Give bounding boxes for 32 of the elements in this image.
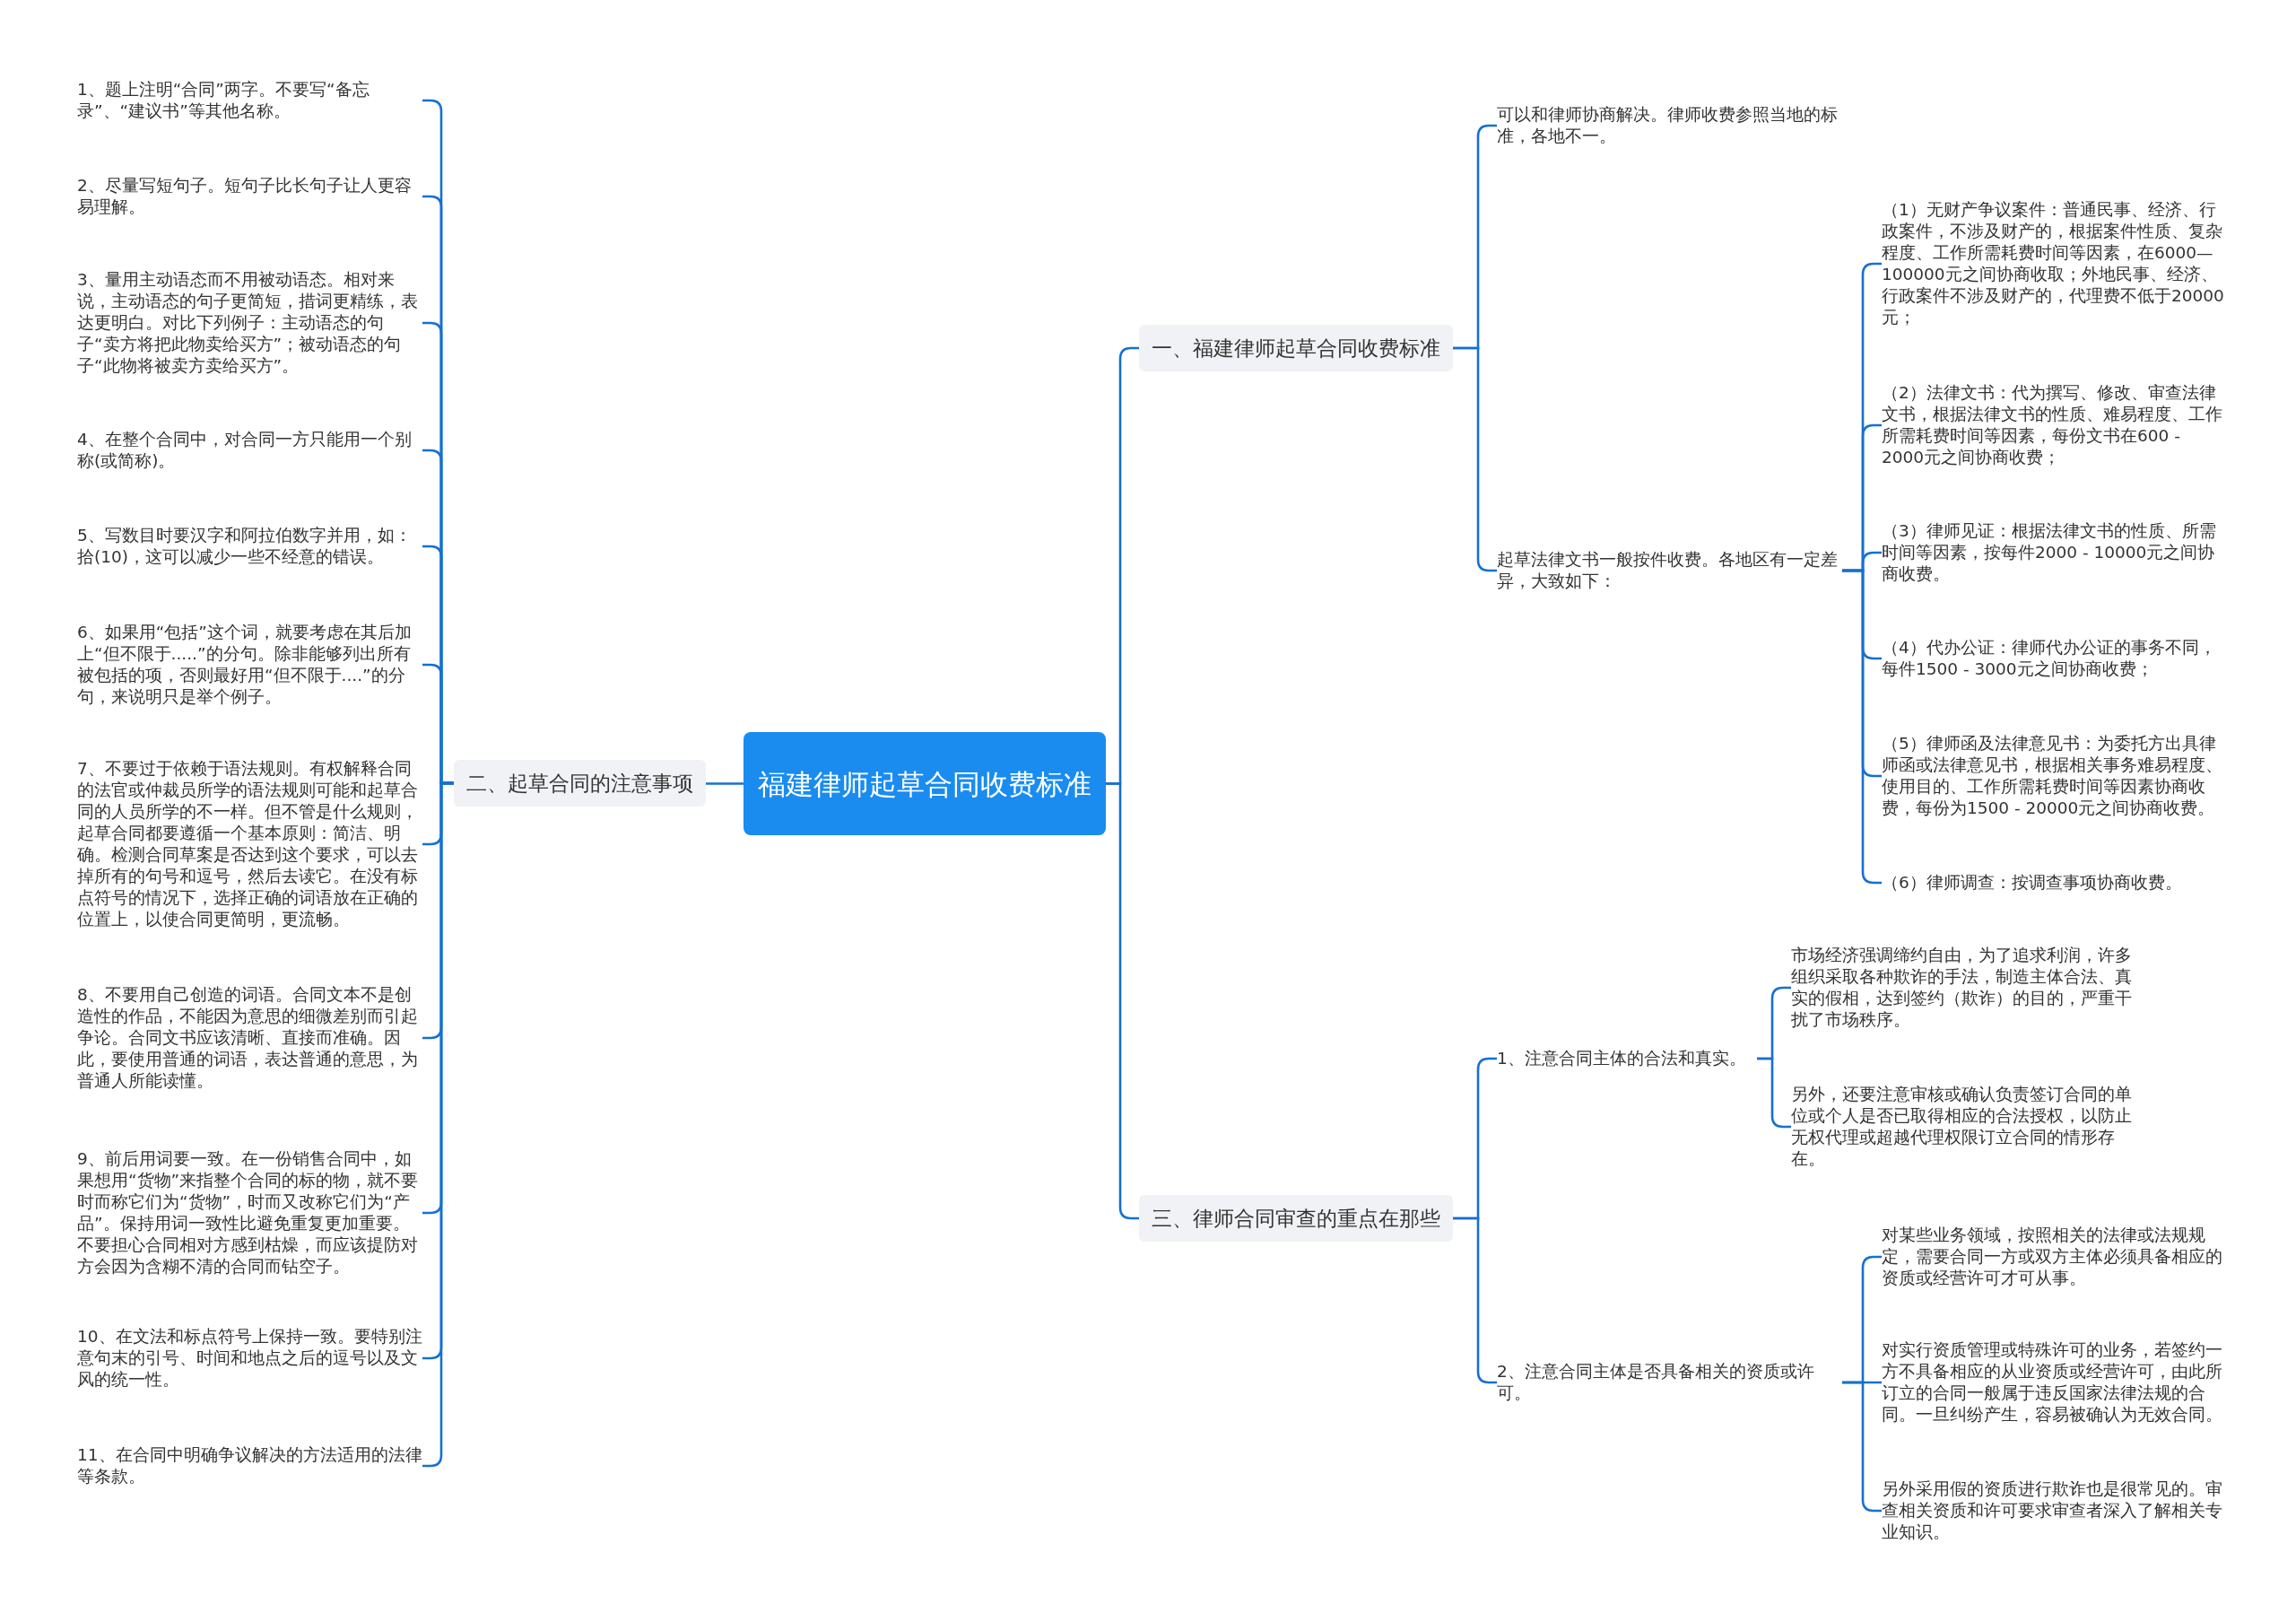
note-text: 起草法律文书一般按件收费。各地区有一定差异，大致如下：: [1497, 549, 1842, 592]
note-text: 可以和律师协商解决。律师收费参照当地的标准，各地不一。: [1497, 104, 1842, 147]
note-text: （5）律师函及法律意见书：为委托方出具律师函或法律意见书，根据相关事务难易程度、使用目的、工作所需耗费时间等因素协商收费，每份为1500 - 20000元之间协商收费。: [1882, 733, 2227, 819]
note-text: 8、不要用自己创造的词语。合同文本不是创造性的作品，不能因为意思的细微差别而引起争论。合同文书应该清晰、直接而准确。因此，要使用普通的词语，表达普通的意思，为普通人所能读懂。: [77, 984, 422, 1092]
note-text: 对某些业务领域，按照相关的法律或法规规定，需要合同一方或双方主体必须具备相应的资质或经营许可才可从事。: [1882, 1225, 2227, 1289]
branch-topic-box: 三、律师合同审查的重点在那些: [1139, 1195, 1453, 1242]
note-text: 7、不要过于依赖于语法规则。有权解释合同的法官或仲裁员所学的语法规则可能和起草合同的人员所学的不一样。但不管是什么规则，起草合同都要遵循一个基本原则：简洁、明确。检测合同草案是否达到这个要求，可以去掉所有的句号和逗号，然后去读它。在没有标点符号的情况下，选择正确的词语放在正确的位置上，以使合同更简明，更流畅。: [77, 758, 422, 930]
note-text: 5、写数目时要汉字和阿拉伯数字并用，如：拾(10)，这可以减少一些不经意的错误。: [77, 525, 422, 568]
note-text: 1、题上注明“合同”两字。不要写“备忘录”、“建议书”等其他名称。: [77, 79, 422, 122]
note-text: （3）律师见证：根据法律文书的性质、所需时间等因素，按每件2000 - 10000元之间协商收费。: [1882, 520, 2227, 585]
note-text: 2、尽量写短句子。短句子比长句子让人更容易理解。: [77, 175, 422, 218]
central-topic-box: 福建律师起草合同收费标准: [744, 732, 1106, 835]
note-text: 10、在文法和标点符号上保持一致。要特别注意句末的引号、时间和地点之后的逗号以及文风的统一性。: [77, 1326, 422, 1391]
note-text: （1）无财产争议案件：普通民事、经济、行政案件，不涉及财产的，根据案件性质、复杂程度、工作所需耗费时间等因素，在6000—100000元之间协商收取；外地民事、经济、行政案件不涉及财产的，代理费不低于20000元；: [1882, 199, 2227, 328]
note-text: 9、前后用词要一致。在一份销售合同中，如果想用“货物”来指整个合同的标的物，就不要时而称它们为“货物”，时而又改称它们为“产品”。保持用词一致性比避免重复更加重要。不要担心合同相对方感到枯燥，而应该提防对方会因为含糊不清的合同而钻空子。: [77, 1148, 422, 1278]
note-text: 6、如果用“包括”这个词，就要考虑在其后加上“但不限于.....”的分句。除非能够列出所有被包括的项，否则最好用“但不限于....”的分句，来说明只是举个例子。: [77, 622, 422, 708]
note-text: 1、注意合同主体的合法和真实。: [1497, 1048, 1757, 1069]
note-text: （2）法律文书：代为撰写、修改、审查法律文书，根据法律文书的性质、难易程度、工作所需耗费时间等因素，每份文书在600 - 2000元之间协商收费；: [1882, 382, 2227, 468]
note-text: 对实行资质管理或特殊许可的业务，若签约一方不具备相应的从业资质或经营许可，由此所订立的合同一般属于违反国家法律法规的合同。一旦纠纷产生，容易被确认为无效合同。: [1882, 1339, 2227, 1426]
note-text: 2、注意合同主体是否具备相关的资质或许可。: [1497, 1361, 1842, 1404]
branch-topic-box: 二、起草合同的注意事项: [454, 760, 706, 807]
branch-topic-box: 一、福建律师起草合同收费标准: [1139, 325, 1453, 371]
note-text: 另外采用假的资质进行欺诈也是很常见的。审查相关资质和许可要求审查者深入了解相关专业知识。: [1882, 1478, 2227, 1543]
note-text: 4、在整个合同中，对合同一方只能用一个别称(或简称)。: [77, 429, 422, 472]
note-text: 11、在合同中明确争议解决的方法适用的法律等条款。: [77, 1444, 422, 1487]
note-text: 另外，还要注意审核或确认负责签订合同的单位或个人是否已取得相应的合法授权，以防止无权代理或超越代理权限订立合同的情形存在。: [1791, 1084, 2136, 1170]
note-text: 市场经济强调缔约自由，为了追求利润，许多组织采取各种欺诈的手法，制造主体合法、真实的假相，达到签约（欺诈）的目的，严重干扰了市场秩序。: [1791, 945, 2136, 1031]
note-text: （4）代办公证：律师代办公证的事务不同，每件1500 - 3000元之间协商收费；: [1882, 637, 2227, 680]
connector-line: [1106, 782, 1139, 1220]
connector-line: [706, 782, 744, 785]
note-text: 3、量用主动语态而不用被动语态。相对来说，主动语态的句子更简短，措词更精练，表达更明白。对比下列例子：主动语态的句子“卖方将把此物卖给买方”；被动语态的句子“此物将被卖方卖给买方”。: [77, 269, 422, 377]
note-text: （6）律师调查：按调查事项协商收费。: [1882, 872, 2227, 894]
